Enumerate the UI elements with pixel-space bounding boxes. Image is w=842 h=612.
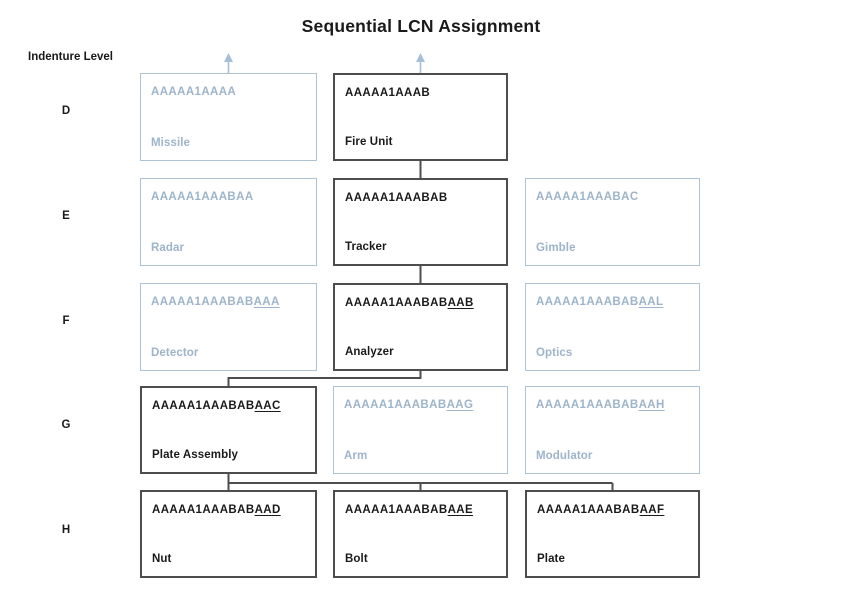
lcn-box-modulator: AAAAA1AAABABAAH Modulator: [525, 386, 700, 474]
level-label-g: G: [61, 419, 71, 431]
lcn-item-name: Fire Unit: [345, 136, 393, 148]
lcn-item-name: Arm: [344, 450, 368, 462]
lcn-code: AAAAA1AAABABAAB: [345, 297, 474, 309]
lcn-item-name: Bolt: [345, 553, 368, 565]
lcn-code: AAAAA1AAABAA: [151, 191, 254, 203]
lcn-code: AAAAA1AAAA: [151, 86, 237, 98]
lcn-box-detector: AAAAA1AAABABAAA Detector: [140, 283, 317, 371]
indenture-level-label: Indenture Level: [28, 51, 113, 63]
lcn-box-plate: AAAAA1AAABABAAF Plate: [525, 490, 700, 578]
lcn-code: AAAAA1AAABABAAF: [537, 504, 665, 516]
lcn-item-name: Optics: [536, 347, 573, 359]
lcn-box-radar: AAAAA1AAABAA Radar: [140, 178, 317, 266]
lcn-box-missile: AAAAA1AAAA Missile: [140, 73, 317, 161]
lcn-item-name: Detector: [151, 347, 199, 359]
lcn-box-optics: AAAAA1AAABABAAL Optics: [525, 283, 700, 371]
lcn-item-name: Nut: [152, 553, 172, 565]
lcn-code: AAAAA1AAABABAAD: [152, 504, 281, 516]
level-label-f: F: [62, 315, 70, 327]
connector-plateassembly-children: [227, 474, 614, 490]
lcn-box-gimble: AAAAA1AAABAC Gimble: [525, 178, 700, 266]
lcn-code: AAAAA1AAABABAAE: [345, 504, 474, 516]
level-label-h: H: [61, 524, 71, 536]
lcn-item-name: Gimble: [536, 242, 576, 254]
lcn-code: AAAAA1AAABABAAH: [536, 399, 665, 411]
lcn-code: AAAAA1AAABABAAC: [152, 400, 281, 412]
lcn-box-plate-assembly: AAAAA1AAABABAAC Plate Assembly: [140, 386, 317, 474]
lcn-box-tracker: AAAAA1AAABAB Tracker: [333, 178, 508, 266]
lcn-code: AAAAA1AAABABAAA: [151, 296, 280, 308]
lcn-item-name: Tracker: [345, 241, 387, 253]
up-arrow-icon: [224, 53, 233, 73]
lcn-code: AAAAA1AAABAB: [345, 192, 448, 204]
lcn-box-nut: AAAAA1AAABABAAD Nut: [140, 490, 317, 578]
level-label-d: D: [61, 105, 71, 117]
lcn-code: AAAAA1AAABABAAG: [344, 399, 474, 411]
lcn-item-name: Radar: [151, 242, 185, 254]
lcn-item-name: Plate: [537, 553, 565, 565]
page-title: Sequential LCN Assignment: [301, 16, 541, 36]
lcn-item-name: Missile: [151, 137, 191, 149]
lcn-item-name: Modulator: [536, 450, 593, 462]
lcn-box-fire-unit: AAAAA1AAAB Fire Unit: [333, 73, 508, 161]
lcn-code: AAAAA1AAAB: [345, 87, 431, 99]
lcn-box-bolt: AAAAA1AAABABAAE Bolt: [333, 490, 508, 578]
up-arrow-icon: [416, 53, 425, 73]
lcn-box-arm: AAAAA1AAABABAAG Arm: [333, 386, 508, 474]
lcn-box-analyzer: AAAAA1AAABABAAB Analyzer: [333, 283, 508, 371]
lcn-item-name: Analyzer: [345, 346, 394, 358]
level-label-e: E: [62, 210, 70, 222]
lcn-code: AAAAA1AAABAC: [536, 191, 639, 203]
connector-analyzer-plateassembly: [227, 371, 422, 386]
lcn-code: AAAAA1AAABABAAL: [536, 296, 664, 308]
lcn-item-name: Plate Assembly: [152, 449, 238, 461]
